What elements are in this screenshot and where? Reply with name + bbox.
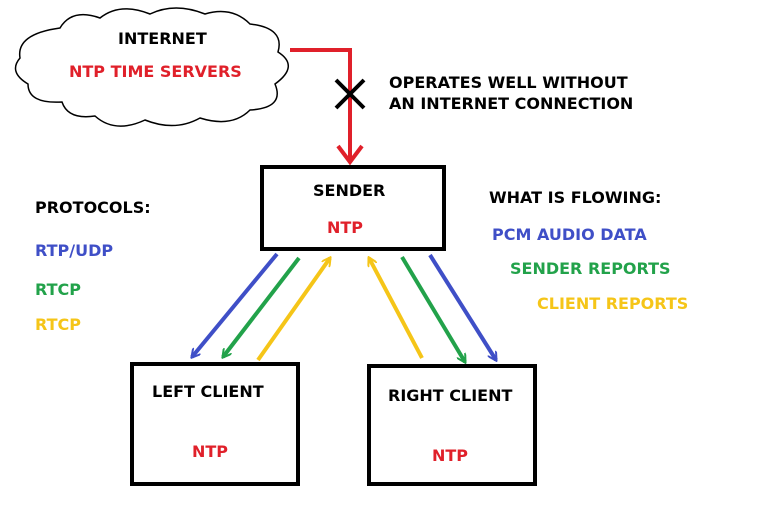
left-client-box: LEFT CLIENT NTP <box>130 362 300 486</box>
left-rtcp-sender-arrow <box>223 256 301 357</box>
protocol-rtcp-client: RTCP <box>35 315 81 334</box>
left-client-ntp-label: NTP <box>192 442 229 461</box>
left-rtcp-client-arrow <box>256 258 330 362</box>
right-rtp-arrow <box>428 253 498 360</box>
note-line-1: OPERATES WELL WITHOUT <box>389 73 628 92</box>
flow-pcm-audio: PCM AUDIO DATA <box>492 225 647 244</box>
protocol-rtp-udp: RTP/UDP <box>35 241 114 260</box>
sender-box: SENDER NTP <box>260 165 446 251</box>
internet-label: INTERNET <box>118 29 207 48</box>
flowing-heading: WHAT IS FLOWING: <box>489 188 662 207</box>
sender-title: SENDER <box>313 181 386 200</box>
sender-ntp-label: NTP <box>327 218 364 237</box>
protocols-heading: PROTOCOLS: <box>35 198 151 217</box>
right-client-ntp-label: NTP <box>432 446 469 465</box>
note-line-2: AN INTERNET CONNECTION <box>389 94 634 113</box>
flow-sender-reports: SENDER REPORTS <box>510 259 671 278</box>
left-rtp-arrow <box>192 252 279 357</box>
right-rtcp-sender-arrow <box>400 255 467 362</box>
left-client-title: LEFT CLIENT <box>152 382 264 401</box>
ntp-time-servers-label: NTP TIME SERVERS <box>69 62 242 81</box>
disconnected-x-icon <box>334 78 366 110</box>
internet-link-arrowhead <box>336 144 364 166</box>
right-client-title: RIGHT CLIENT <box>388 386 513 405</box>
right-client-box: RIGHT CLIENT NTP <box>367 364 537 486</box>
right-rtcp-client-arrow <box>367 258 424 359</box>
protocol-rtcp-sender: RTCP <box>35 280 81 299</box>
internet-cloud-shape <box>14 7 289 127</box>
internet-link-line <box>290 48 352 160</box>
flow-client-reports: CLIENT REPORTS <box>537 294 689 313</box>
